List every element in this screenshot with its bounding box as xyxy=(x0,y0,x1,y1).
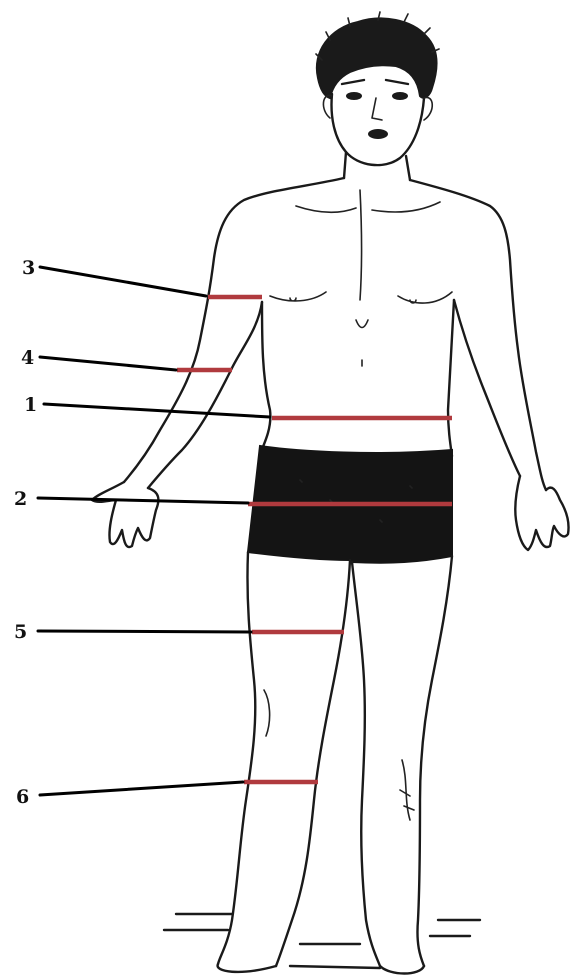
left-hand xyxy=(92,482,158,547)
left-leg xyxy=(218,552,350,966)
chest-details xyxy=(270,190,452,303)
right-ear xyxy=(424,97,432,120)
marker-label-2: 2 xyxy=(14,488,27,510)
leader-line-2 xyxy=(38,498,248,503)
marker-labels: 3 4 1 2 5 6 xyxy=(14,257,37,808)
knee-details xyxy=(264,690,414,820)
leader-line-5 xyxy=(38,631,251,632)
leader-lines xyxy=(38,267,270,795)
right-eye xyxy=(392,92,408,100)
left-inner-arm xyxy=(148,302,262,488)
marker-label-5: 5 xyxy=(14,621,27,643)
right-hand xyxy=(515,476,568,550)
marker-label-6: 6 xyxy=(16,786,29,808)
right-inner-arm xyxy=(454,300,520,476)
marker-label-1: 1 xyxy=(24,394,37,416)
marker-label-4: 4 xyxy=(21,347,34,369)
leader-line-6 xyxy=(40,782,243,795)
ground-lines xyxy=(164,914,480,968)
human-figure-drawing xyxy=(92,12,569,974)
marker-label-3: 3 xyxy=(22,257,35,279)
mouth xyxy=(368,129,388,139)
leader-line-1 xyxy=(44,404,270,417)
hair xyxy=(317,18,437,98)
left-eye xyxy=(346,92,362,100)
leader-line-3 xyxy=(40,267,206,296)
leader-line-4 xyxy=(40,357,176,370)
eyebrows xyxy=(342,80,408,84)
nose xyxy=(372,98,382,120)
feet xyxy=(218,964,424,974)
